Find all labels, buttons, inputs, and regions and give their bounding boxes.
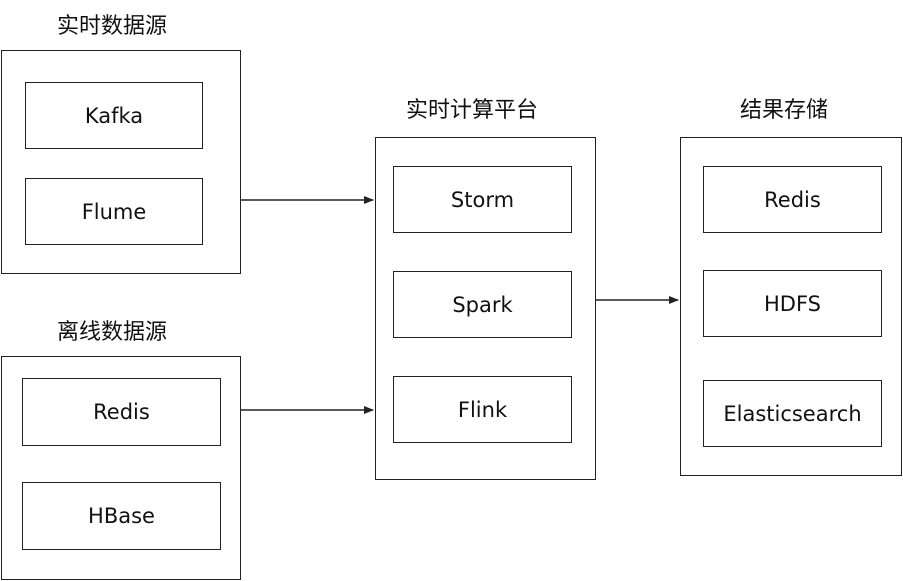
storm-node: Storm xyxy=(393,166,572,233)
hdfs-node: HDFS xyxy=(703,270,882,337)
spark-node: Spark xyxy=(393,271,572,338)
storage-redis-node: Redis xyxy=(703,166,882,233)
kafka-node: Kafka xyxy=(25,82,203,149)
hbase-node: HBase xyxy=(22,482,221,550)
flink-node: Flink xyxy=(393,376,572,443)
offline-sources-title: 离线数据源 xyxy=(57,320,168,345)
realtime-sources-title: 实时数据源 xyxy=(57,14,168,39)
result-storage-title: 结果存储 xyxy=(740,98,829,123)
elasticsearch-node: Elasticsearch xyxy=(703,380,882,447)
compute-platform-title: 实时计算平台 xyxy=(406,98,539,123)
flume-node: Flume xyxy=(25,178,203,245)
offline-redis-node: Redis xyxy=(22,378,221,446)
